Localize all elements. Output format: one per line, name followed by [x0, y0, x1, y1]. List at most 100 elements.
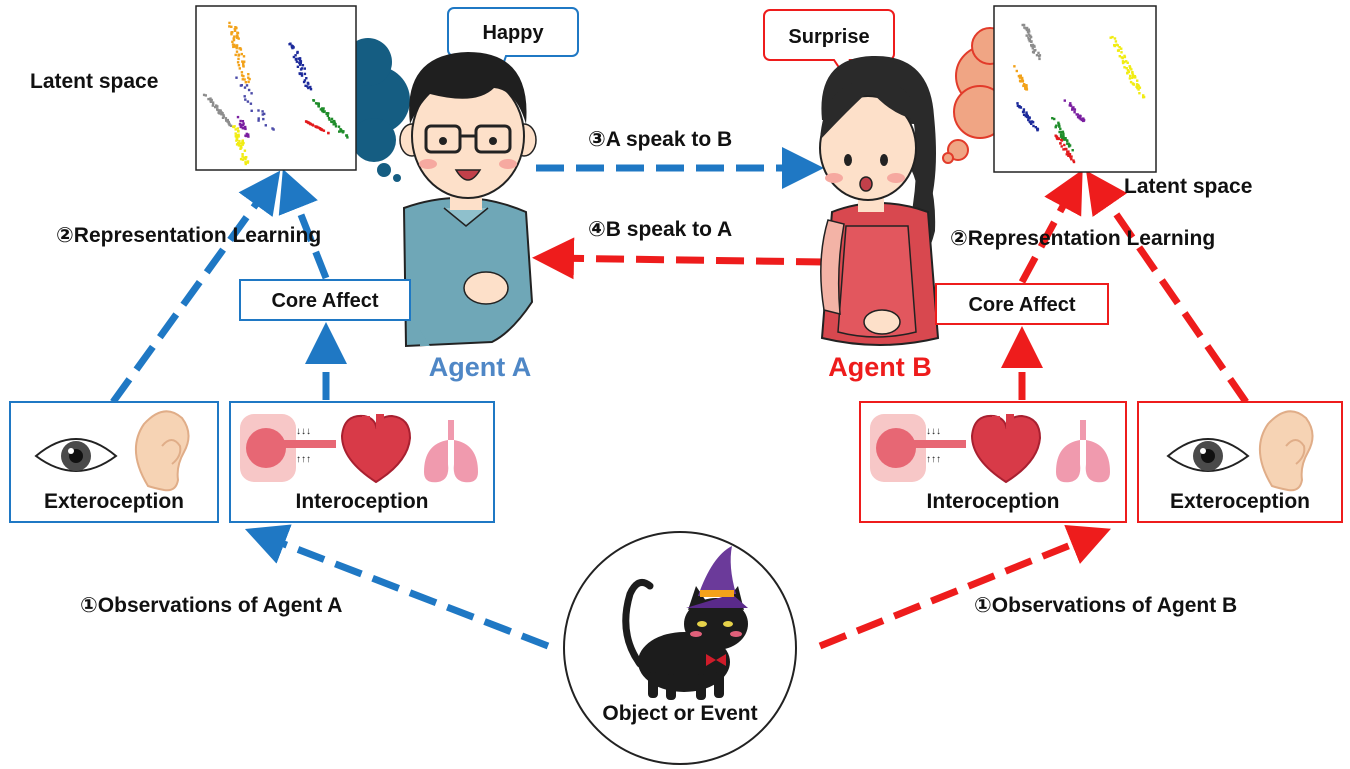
scatter-point	[233, 45, 236, 48]
scatter-point	[1125, 67, 1128, 70]
scatter-point	[309, 88, 313, 91]
scatter-point	[1018, 105, 1021, 108]
scatter-point	[235, 76, 238, 79]
scatter-point	[1054, 125, 1057, 129]
scatter-point	[327, 131, 330, 135]
arrow-observation-a	[244, 524, 550, 650]
scatter-point	[242, 122, 245, 125]
arrow-extero-to-latent-a	[110, 170, 281, 405]
scatter-point	[1137, 88, 1140, 91]
scatter-point	[235, 45, 238, 48]
scatter-point	[1118, 46, 1121, 49]
core-affect-label-b: Core Affect	[968, 294, 1075, 316]
scatter-point	[1067, 150, 1070, 153]
scatter-point	[314, 125, 317, 128]
agent-name-b: Agent B	[828, 352, 932, 382]
scatter-point	[244, 98, 247, 101]
scatter-point	[1069, 102, 1072, 105]
scatter-point	[221, 112, 224, 115]
scatter-point	[1060, 138, 1063, 142]
emotion-label-b: Surprise	[788, 26, 869, 48]
scatter-point	[1131, 71, 1134, 74]
scatter-point	[245, 132, 248, 136]
scatter-point	[235, 139, 238, 142]
scatter-point	[243, 127, 246, 130]
eye-icon	[1166, 438, 1250, 472]
scatter-point	[1016, 104, 1020, 107]
arrow-core-to-latent-a	[278, 168, 330, 280]
scatter-point	[231, 40, 234, 43]
scatter-point	[304, 84, 307, 87]
scatter-point	[239, 142, 242, 145]
scatter-point	[1123, 66, 1126, 69]
exteroception-label-b: Exteroception	[1170, 490, 1310, 513]
svg-text:↓↓↓: ↓↓↓	[296, 426, 311, 437]
exteroception-label-a: Exteroception	[44, 490, 184, 513]
scatter-point	[1026, 115, 1029, 119]
scatter-point	[1067, 145, 1071, 148]
scatter-point	[1114, 40, 1118, 43]
scatter-point	[235, 34, 239, 37]
scatter-point	[1131, 82, 1134, 85]
scatter-point	[291, 45, 294, 48]
scatter-point	[237, 130, 240, 133]
scatter-point	[237, 53, 241, 57]
scatter-point	[218, 109, 221, 112]
scatter-point	[231, 43, 235, 46]
scatter-point	[236, 61, 240, 64]
scatter-point	[261, 110, 264, 113]
scatter-point	[1059, 127, 1062, 131]
scatter-point	[261, 113, 264, 116]
scatter-point	[229, 124, 233, 127]
scatter-point	[247, 76, 250, 79]
scatter-point	[249, 102, 253, 105]
scatter-point	[245, 156, 248, 159]
latent-space-label-b: Latent space	[1124, 175, 1252, 198]
scatter-point	[1078, 114, 1081, 117]
scatter-point	[1125, 60, 1128, 63]
scatter-point	[1028, 116, 1031, 119]
scatter-point	[236, 31, 239, 34]
scatter-point	[288, 43, 291, 46]
scatter-point	[238, 67, 241, 70]
scatter-point	[225, 119, 228, 122]
arrow-extero-to-latent-b	[1086, 170, 1249, 404]
scatter-point	[1070, 158, 1073, 161]
scatter-point	[327, 112, 330, 115]
arrow-core-to-latent-b	[1018, 169, 1083, 284]
scatter-point	[1031, 43, 1035, 47]
scatter-point	[1120, 51, 1123, 54]
scatter-point	[1029, 35, 1033, 39]
scatter-point	[218, 112, 221, 115]
scatter-point	[315, 125, 319, 129]
scatter-point	[320, 128, 323, 131]
scatter-point	[332, 120, 336, 123]
scatter-point	[1022, 108, 1026, 111]
scatter-point	[239, 119, 242, 123]
scatter-point	[239, 48, 243, 51]
scatter-point	[294, 54, 297, 57]
scatter-point	[1072, 106, 1075, 109]
scatter-point	[327, 116, 331, 120]
scatter-point	[1072, 160, 1076, 164]
svg-text:↓↓↓: ↓↓↓	[926, 426, 941, 437]
scatter-point	[1026, 31, 1030, 34]
scatter-point	[300, 67, 304, 70]
scatter-point	[323, 110, 326, 113]
observation-label-a: ①Observations of Agent A	[80, 594, 342, 617]
scatter-point	[1131, 74, 1135, 77]
scatter-point	[1138, 86, 1142, 89]
scatter-point	[1059, 142, 1062, 145]
scatter-point	[215, 104, 218, 107]
scatter-point	[317, 105, 320, 108]
scatter-point	[237, 57, 240, 61]
scatter-point	[1027, 28, 1030, 31]
scatter-point	[235, 50, 239, 53]
scatter-point	[296, 50, 299, 54]
scatter-point	[1063, 99, 1066, 102]
scatter-point	[247, 88, 251, 92]
scatter-point	[264, 124, 267, 127]
scatter-point	[1017, 75, 1021, 78]
scatter-point	[1025, 27, 1028, 30]
scatter-point	[257, 109, 260, 112]
